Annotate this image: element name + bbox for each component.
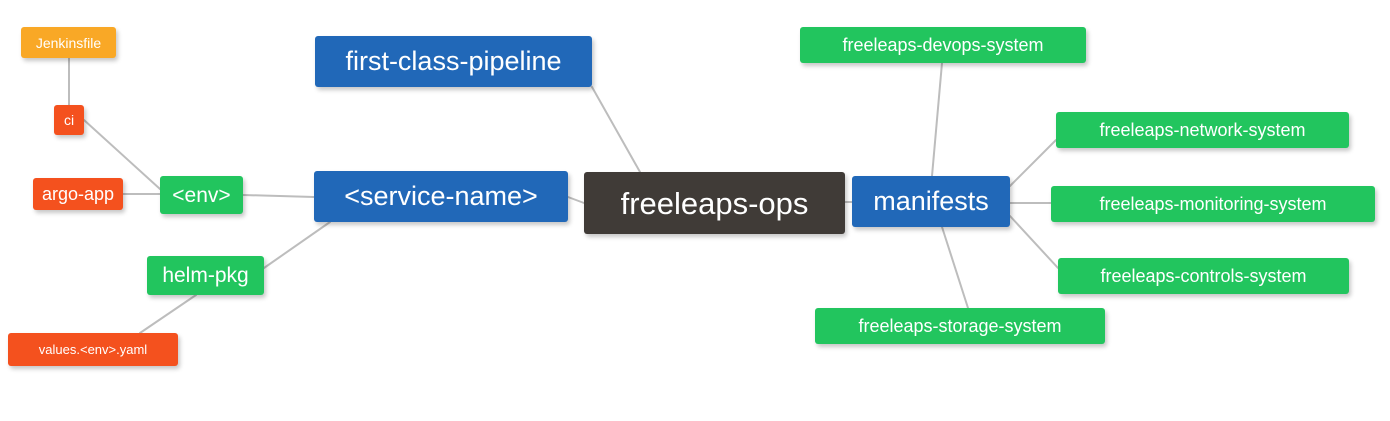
node-label-freeleaps-monitoring-system: freeleaps-monitoring-system [1099,194,1327,214]
node-label-manifests: manifests [873,186,989,216]
node-label-freeleaps-devops-system: freeleaps-devops-system [842,35,1044,55]
mindmap-node-manifests[interactable]: manifests [852,176,1010,227]
node-label-argo-app: argo-app [41,184,115,204]
mindmap-node-jenkinsfile[interactable]: Jenkinsfile [21,27,116,58]
node-label-first-class-pipeline: first-class-pipeline [345,46,562,76]
edge-manifests-to-freeleaps-storage-system [941,226,969,309]
edge-root-to-first-class-pipeline [591,86,641,173]
mindmap-node-first-class-pipeline[interactable]: first-class-pipeline [315,36,592,87]
mindmap-node-root[interactable]: freeleaps-ops [584,172,845,234]
node-label-ci: ci [63,112,75,128]
mindmap-node-argo-app[interactable]: argo-app [33,178,123,210]
mindmap-node-freeleaps-storage-system[interactable]: freeleaps-storage-system [815,308,1105,344]
node-label-helm-pkg: helm-pkg [162,264,249,287]
mindmap-node-freeleaps-controls-system[interactable]: freeleaps-controls-system [1058,258,1349,294]
mindmap-node-ci[interactable]: ci [54,105,84,135]
node-label-root: freeleaps-ops [620,185,809,221]
node-label-freeleaps-controls-system: freeleaps-controls-system [1100,266,1307,286]
edge-service-name-to-helm-pkg [263,221,331,269]
mindmap-node-freeleaps-monitoring-system[interactable]: freeleaps-monitoring-system [1051,186,1375,222]
mindmap-node-freeleaps-network-system[interactable]: freeleaps-network-system [1056,112,1349,148]
mindmap-node-helm-pkg[interactable]: helm-pkg [147,256,264,295]
mindmap-node-service-name[interactable]: <service-name> [314,171,568,222]
edge-helm-pkg-to-values-env-yaml [139,294,197,334]
edge-service-name-to-env [242,194,315,198]
node-label-freeleaps-storage-system: freeleaps-storage-system [858,316,1062,336]
edge-manifests-to-freeleaps-network-system [1009,139,1057,187]
node-label-env: <env> [172,183,231,207]
node-label-freeleaps-network-system: freeleaps-network-system [1099,120,1306,140]
mindmap-node-env[interactable]: <env> [160,176,243,214]
mindmap-node-values-env-yaml[interactable]: values.<env>.yaml [8,333,178,366]
edge-manifests-to-freeleaps-controls-system [1009,215,1059,269]
node-label-jenkinsfile: Jenkinsfile [35,34,102,51]
node-label-service-name: <service-name> [344,181,538,211]
edge-root-to-service-name [567,196,585,204]
edge-manifests-to-freeleaps-devops-system [931,62,943,177]
node-label-values-env-yaml: values.<env>.yaml [38,342,148,357]
mindmap-node-freeleaps-devops-system[interactable]: freeleaps-devops-system [800,27,1086,63]
